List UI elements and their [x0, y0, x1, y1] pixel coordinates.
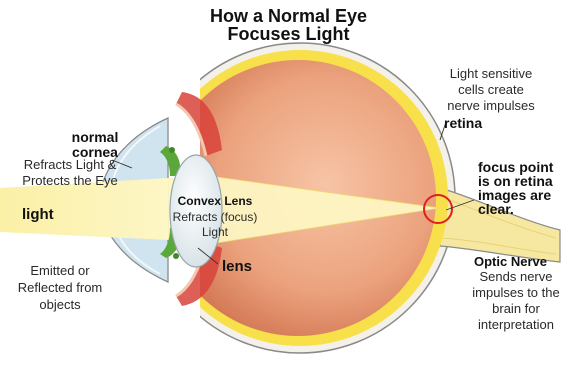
emitted-label: Emitted or Reflected from objects	[8, 262, 112, 313]
normal-cornea-label: normal cornea	[56, 130, 134, 160]
optic-nerve-description: Sends nerve impulses to the brain for in…	[460, 269, 572, 333]
focus-point-label: focus point is on retina images are clea…	[478, 160, 574, 216]
title-line-2: Focuses Light	[0, 24, 577, 44]
optic-nerve-title: Optic Nerve	[474, 254, 547, 269]
light-sensitive-label: Light sensitive cells create nerve impul…	[426, 66, 556, 114]
convex-lens-description: Refracts (focus) Light	[160, 210, 270, 240]
retina-label: retina	[444, 115, 482, 131]
title-line-1: How a Normal Eye	[0, 6, 577, 26]
light-label: light	[22, 206, 54, 223]
convex-lens-title: Convex Lens	[160, 194, 270, 208]
lens-label: lens	[222, 258, 252, 275]
cornea-description: Refracts Light & Protects the Eye	[10, 157, 130, 189]
